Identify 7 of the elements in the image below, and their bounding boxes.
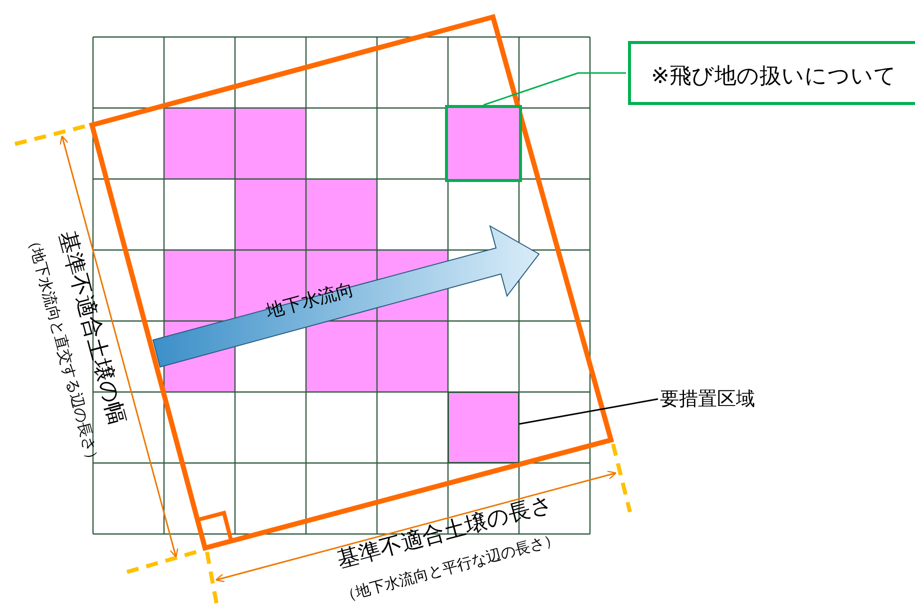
callout-box: ※飛び地の扱いについて [628,41,915,105]
arrow-label: 地下水流向 [263,278,357,324]
area-label: 要措置区域 [660,386,755,412]
highlighted-cell [445,105,522,182]
leader-line [483,72,626,106]
leader-line [518,398,658,425]
shaded-cell [448,392,519,463]
